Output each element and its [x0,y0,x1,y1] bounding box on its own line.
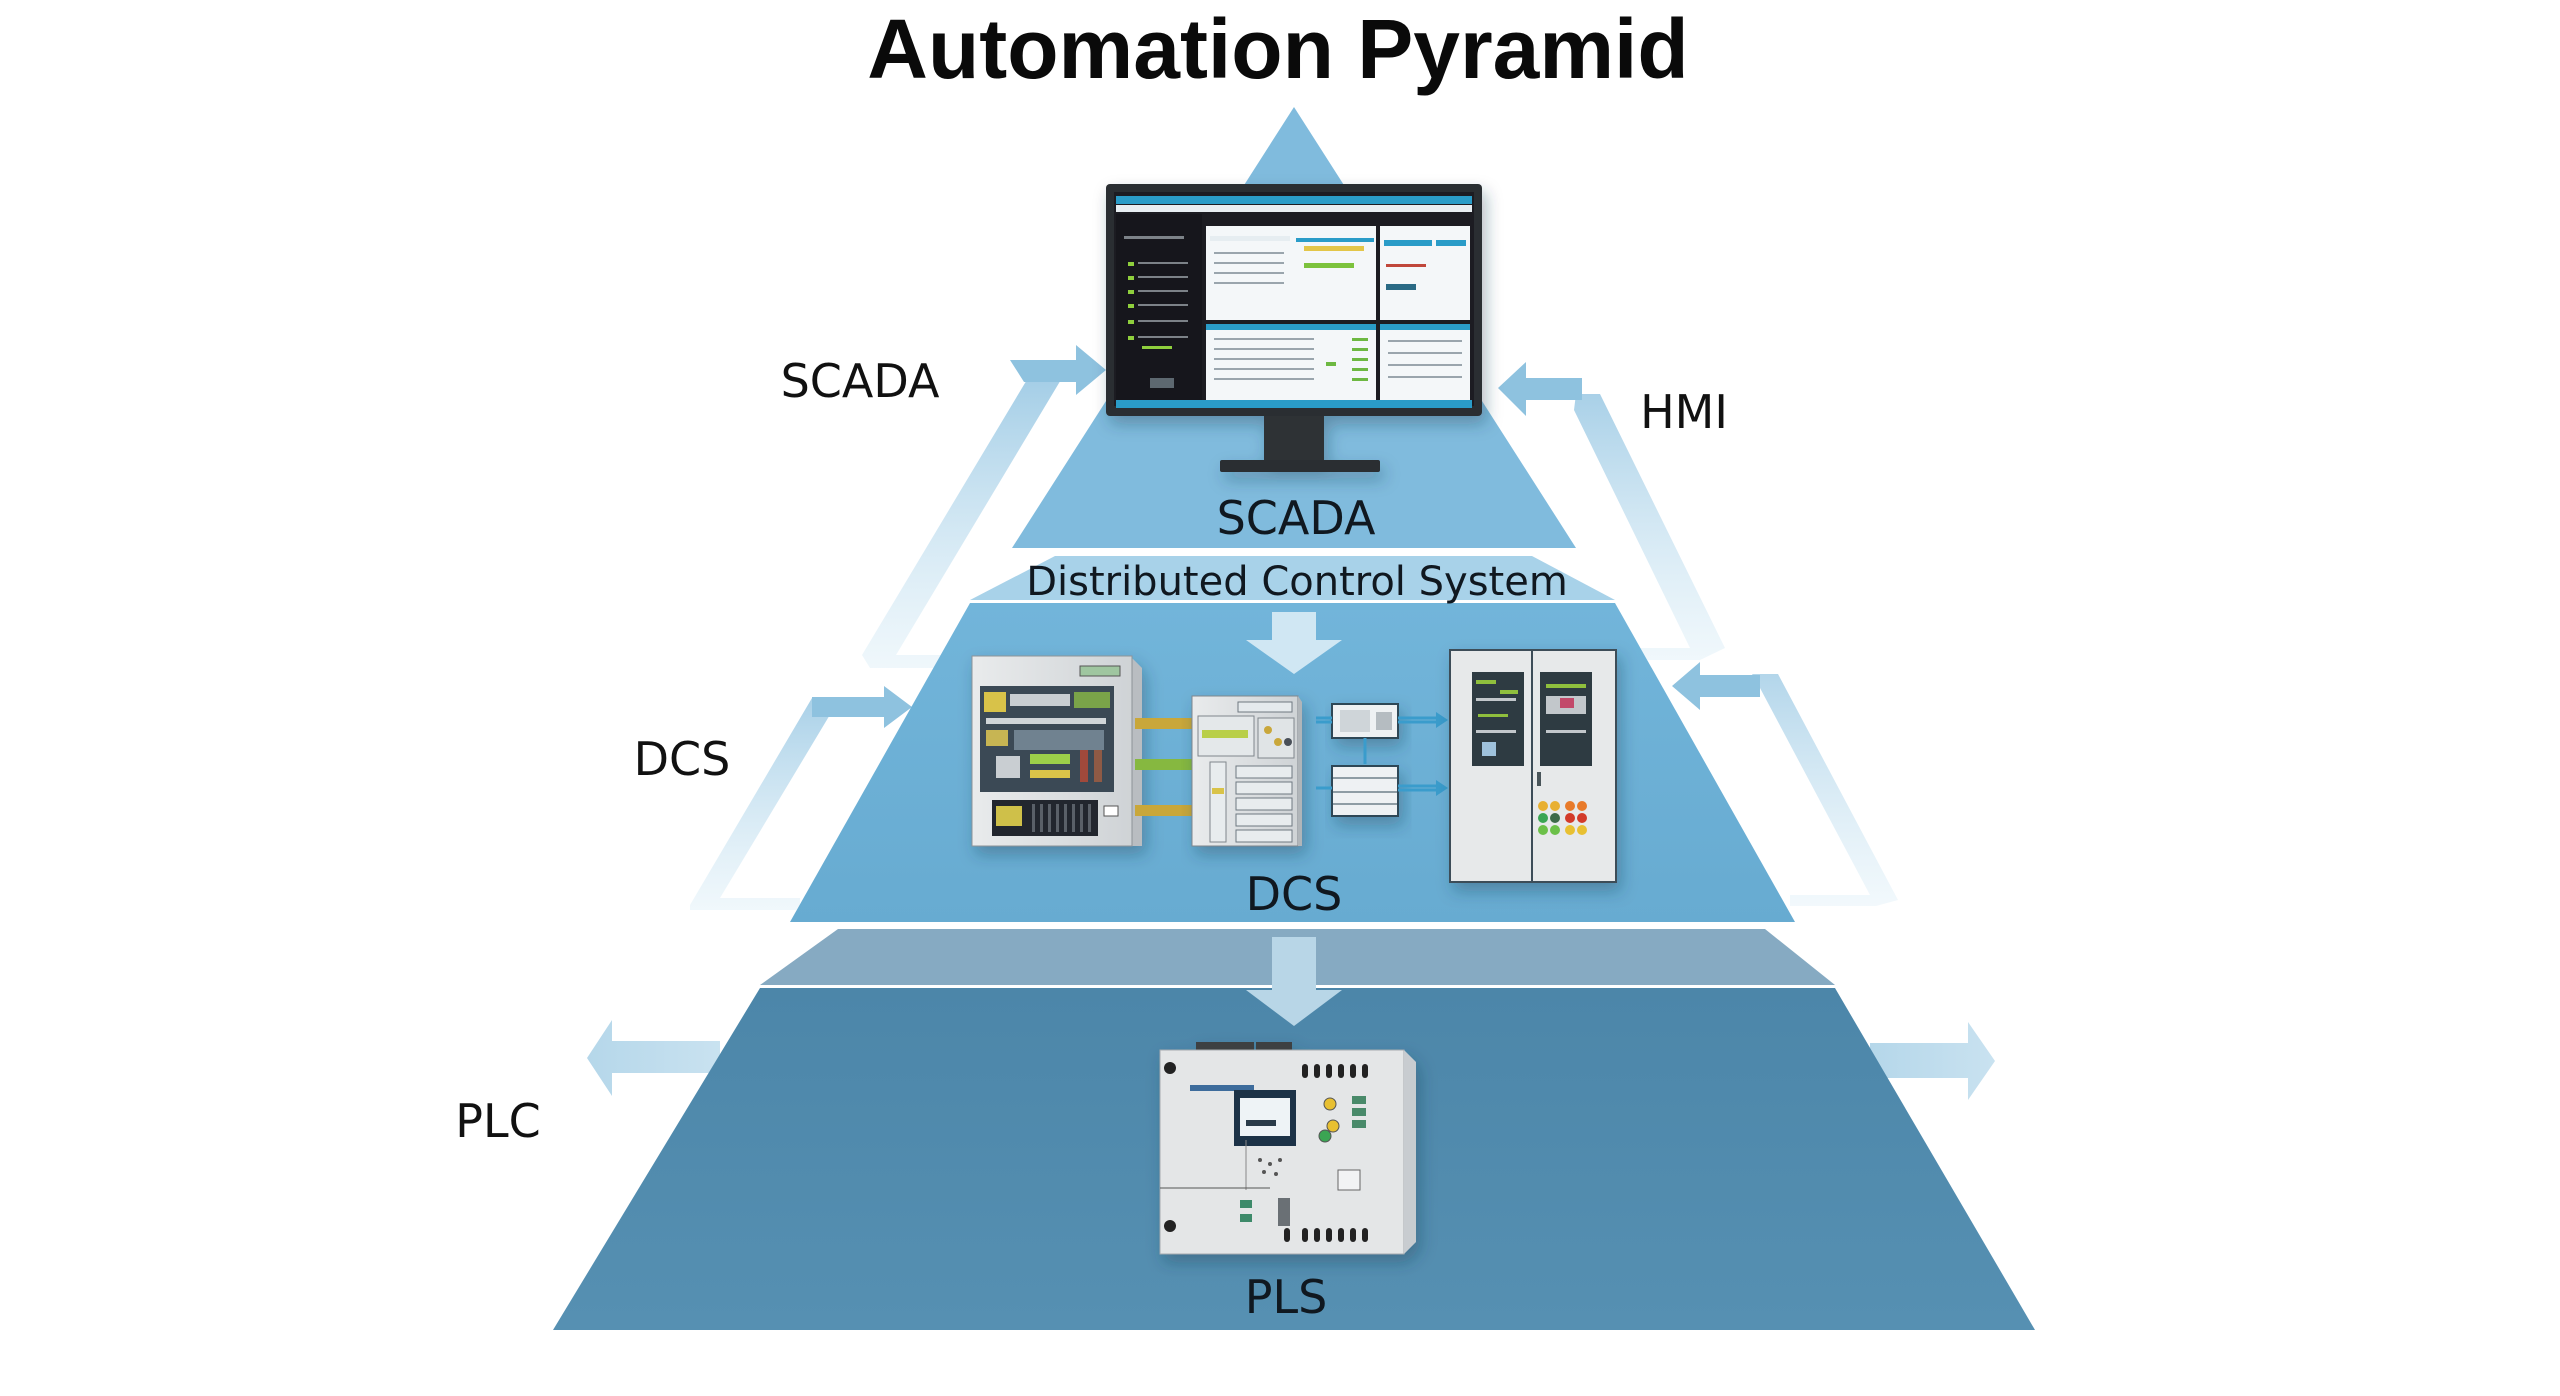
connector-tag-1 [1135,718,1230,729]
plc-controller [1159,1042,1416,1255]
tier-label-dcs: DCS [1246,867,1343,921]
plc-left-arrow [587,1020,720,1096]
side-label-plc: PLC [455,1094,541,1148]
connector-tag-3 [1135,805,1230,816]
down-arrow-plc [1246,937,1342,1026]
connector-tag-2 [1135,759,1230,770]
side-label-scada: SCADA [781,354,940,408]
dcs-feedback-arrow [690,686,912,910]
side-label-dcs: DCS [634,732,731,786]
band-label-dcs: Distributed Control System [1026,559,1568,605]
scada-feedback-arrow [862,345,1106,668]
hmi-feedback-arrow [1498,362,1725,660]
dcs-connection-arrows [1316,712,1448,796]
dcs-main-cabinet [971,655,1142,847]
dcs-control-panel [1449,649,1617,883]
dcs-cabinets [971,649,1617,883]
plc-right-arrow [1870,1022,1995,1100]
dcs-controller-rack [1191,695,1302,847]
diagram-title: Automation Pyramid [867,2,1688,96]
scada-monitor [1106,184,1482,472]
band-dcs [970,556,1615,600]
right-lower-feedback-arrow [1672,662,1898,906]
side-label-hmi: HMI [1640,385,1728,439]
down-arrow-dcs [1246,612,1342,674]
tier-label-plc: PLS [1245,1270,1328,1324]
tier-label-scada: SCADA [1217,491,1376,545]
